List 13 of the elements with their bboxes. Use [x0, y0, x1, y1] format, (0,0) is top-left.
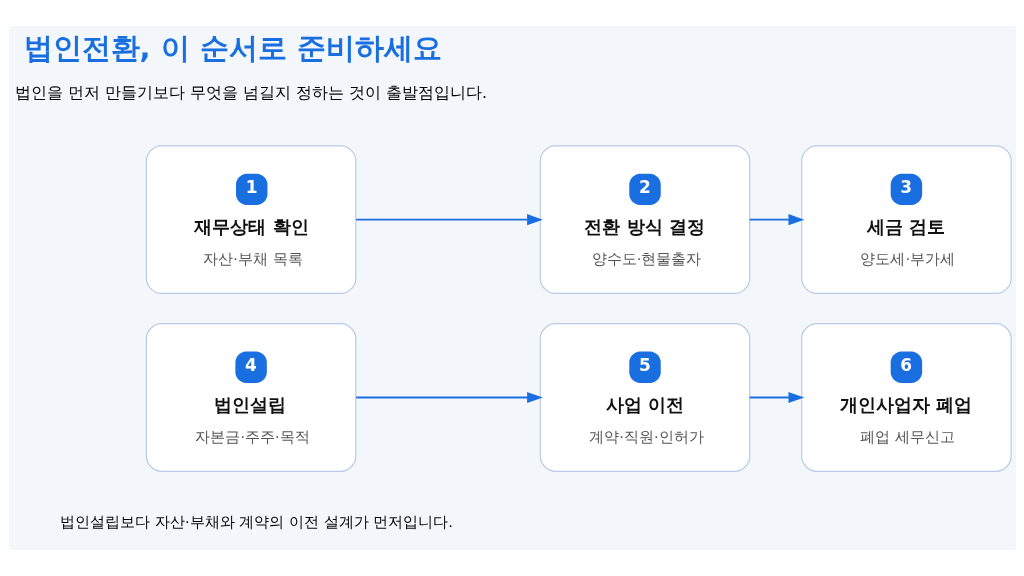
label: 법인설립보다 자산·부채와 계약의 이전 설계가 먼저입니다. [60, 514, 453, 531]
arrow [748, 392, 804, 404]
diagram-title: 법인전환, 이 순서로 준비하세요 [23, 30, 442, 65]
arrow [748, 214, 804, 226]
arrow [354, 214, 543, 226]
node-box: 4 법인설립 자본금·주주·목적 [145, 323, 356, 472]
node-box: 3 세금 검토 양도세·부가세 [800, 145, 1012, 295]
node-box: 1 재무상태 확인 자산·부채 목록 [145, 145, 356, 295]
arrow [354, 392, 543, 404]
node-box: 6 개인사업자 폐업 폐업 세무신고 [800, 323, 1012, 472]
label: 법인을 먼저 만들기보다 무엇을 넘길지 정하는 것이 출발점입니다. [14, 82, 487, 102]
node-box: 5 사업 이전 계약·직원·인허가 [539, 323, 750, 472]
node-box: 2 전환 방식 결정 양수도·현물출자 [539, 145, 750, 295]
